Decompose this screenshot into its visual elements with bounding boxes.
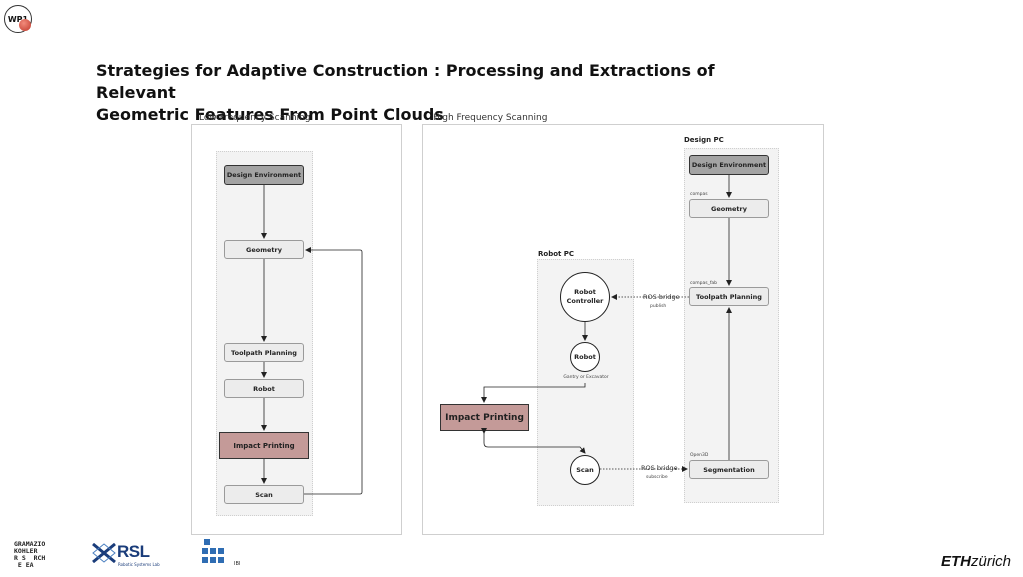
- eth-logo-light: zürich: [971, 553, 1012, 570]
- lf-robot-node: Robot: [224, 379, 304, 398]
- design-pc-label: Design PC: [684, 136, 724, 144]
- ros-bridge-bottom-sub: subscribe: [646, 475, 668, 480]
- record-dot-icon: [19, 19, 31, 31]
- hf-arrow-impact-scan: [481, 428, 586, 454]
- robot-pc-label: Robot PC: [538, 250, 575, 258]
- lf-geometry-node: Geometry: [224, 240, 304, 259]
- compas-note: compas: [690, 192, 708, 197]
- hf-impact-printing-node: Impact Printing: [440, 404, 529, 431]
- compas-fab-note: compas_fab: [690, 281, 718, 286]
- hf-scan-node: Scan: [570, 455, 600, 485]
- ros-bridge-top-sub: publish: [650, 304, 667, 309]
- slide-title: Strategies for Adaptive Construction : P…: [96, 60, 796, 126]
- eth-zurich-logo: ETHzürich: [941, 553, 1011, 570]
- lf-impact-printing-node: Impact Printing: [219, 432, 309, 459]
- open3d-note: Open3D: [690, 453, 709, 458]
- eth-logo-bold: ETH: [941, 553, 971, 570]
- lf-design-environment-node: Design Environment: [224, 165, 304, 185]
- rsl-logo-subtitle: Robotic Systems Lab: [118, 562, 160, 567]
- ibi-logo-icon: [202, 539, 224, 563]
- lf-feedback-scan-to-geometry: [304, 247, 363, 495]
- slide-title-line1: Strategies for Adaptive Construction : P…: [96, 61, 715, 102]
- low-frequency-label: Low Frequency Scanning: [199, 113, 311, 123]
- lf-scan-node: Scan: [224, 485, 304, 504]
- hf-toolpath-planning-node: Toolpath Planning: [689, 287, 769, 306]
- hf-segmentation-node: Segmentation: [689, 460, 769, 479]
- rsl-logo-icon: [92, 543, 116, 563]
- high-frequency-label: High Frequency Scanning: [433, 113, 548, 123]
- rsl-logo-text: RSL: [117, 542, 150, 561]
- lf-toolpath-planning-node: Toolpath Planning: [224, 343, 304, 362]
- robot-controller-label: Robot Controller: [566, 288, 604, 305]
- robot-controller-node: Robot Controller: [560, 272, 610, 322]
- wp1-badge-label: WP1: [7, 14, 29, 24]
- hf-design-environment-node: Design Environment: [689, 155, 769, 175]
- slide-title-line2: Geometric Features From Point Clouds: [96, 105, 444, 124]
- ros-bridge-bottom-label: ROS bridge: [640, 464, 679, 472]
- robot-node: Robot: [570, 342, 600, 372]
- ibi-logo-text: IBI: [234, 561, 241, 567]
- gramazio-kohler-logo: GRAMAZIO KOHLER R S RCH E EA: [14, 540, 46, 569]
- robot-note: Gantry or Excavator: [563, 375, 609, 380]
- hf-geometry-node: Geometry: [689, 199, 769, 218]
- hf-arrow-robot-to-impact: [481, 383, 586, 403]
